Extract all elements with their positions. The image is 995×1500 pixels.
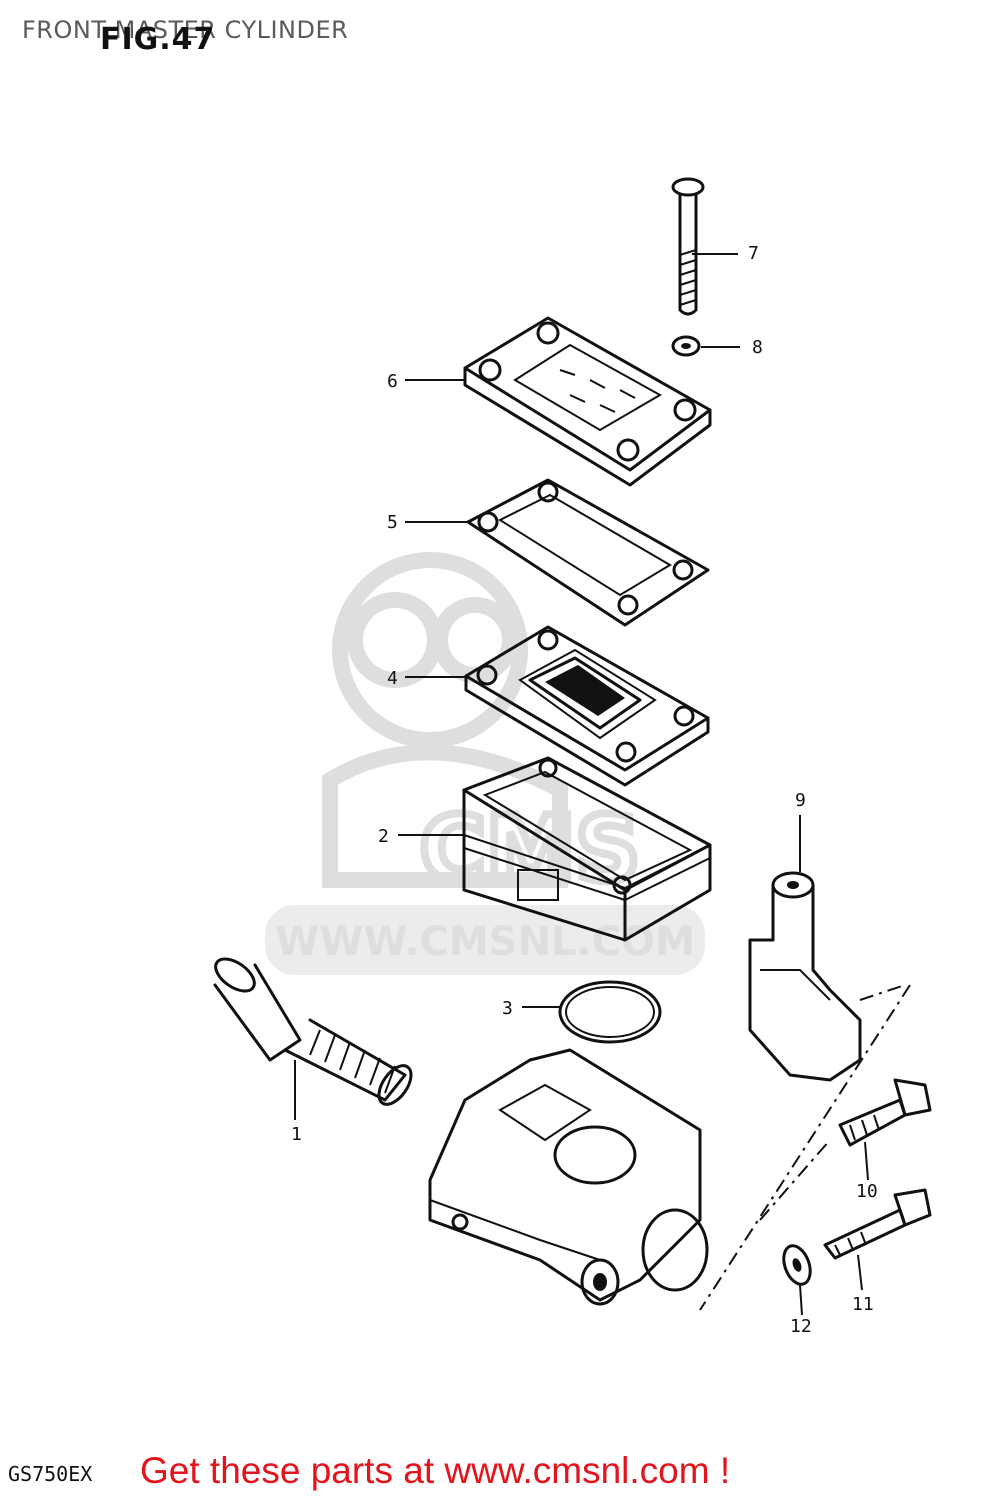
part-11-bolt [823,1188,932,1260]
part-7-cap-screw [671,177,705,316]
callout-9: 9 [795,790,806,811]
leader-lines [294,253,869,1316]
part-2-reservoir [462,756,712,942]
master-cylinder-body [428,1048,709,1306]
callout-5: 5 [387,512,398,533]
part-12-washer [782,1244,812,1286]
callout-11: 11 [852,1294,874,1315]
part-8-washer [671,335,701,357]
watermark-url: WWW.CMSNL.COM [275,919,695,965]
part-1-piston-spring [213,957,413,1106]
model-code: GS750EX [8,1462,93,1486]
part-10-bolt [838,1078,932,1147]
callout-12: 12 [790,1316,812,1337]
figure-label: FIG.47 [100,22,216,57]
part-9-clamp [748,871,862,1082]
callout-10: 10 [856,1181,878,1202]
callout-4: 4 [387,668,398,689]
page-title: FRONT MASTER CYLINDER [22,16,349,44]
watermark-logo: WWW.CMSNL.COM CMS [265,552,705,975]
callout-6: 6 [387,371,398,392]
callout-1: 1 [291,1124,302,1145]
watermark-band [265,905,705,975]
callout-3: 3 [502,998,513,1019]
callout-8: 8 [752,337,763,358]
part-4-diaphragm [464,625,710,787]
part-5-gasket [466,478,710,627]
promo-link[interactable]: Get these parts at www.cmsnl.com ! [140,1450,731,1491]
callout-7: 7 [748,243,759,264]
callout-2: 2 [378,826,389,847]
watermark-letters: CMS [420,797,640,902]
part-3-o-ring [558,980,662,1044]
